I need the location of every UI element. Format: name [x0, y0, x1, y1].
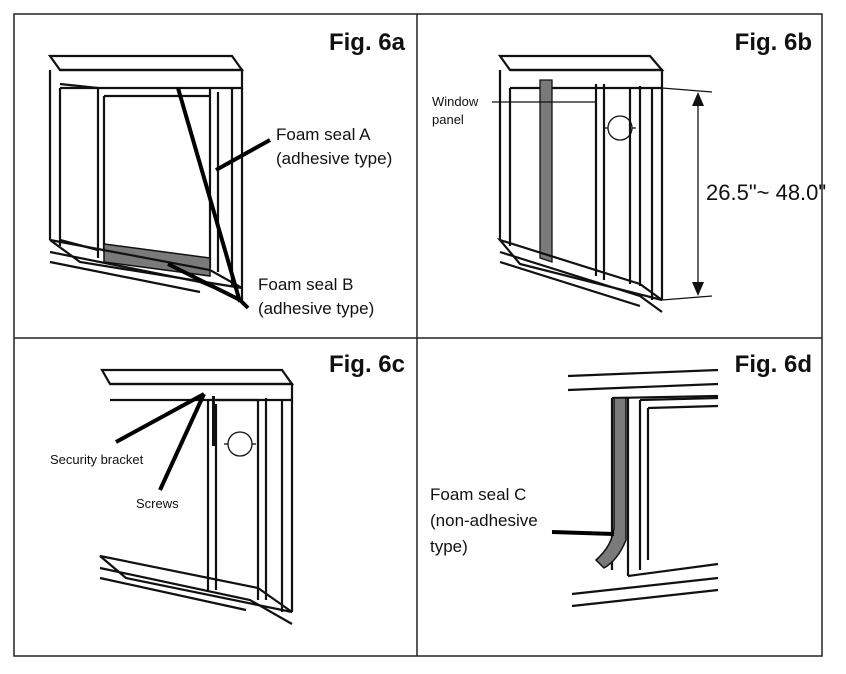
panel-a-title: Fig. 6a — [329, 29, 406, 56]
left-sash — [48, 70, 106, 258]
window-panel-label: Window — [432, 94, 479, 109]
panel-d-title: Fig. 6d — [735, 351, 812, 378]
panel-b-title: Fig. 6b — [735, 29, 812, 56]
outer-border — [13, 13, 823, 657]
foam-seal-a-label: Foam seal A — [276, 125, 371, 144]
sash-edge — [206, 400, 218, 590]
leader-seal-a — [215, 138, 271, 172]
panel-c-title: Fig. 6c — [329, 351, 405, 378]
foam-seal-c-type-2: type) — [430, 537, 468, 556]
top-rail — [497, 54, 665, 72]
right-frame — [256, 398, 294, 612]
window-panel-label-2: panel — [432, 112, 464, 127]
security-bracket — [212, 396, 215, 446]
foam-seal-a-type: (adhesive type) — [276, 149, 392, 168]
security-bracket-label: Security bracket — [50, 452, 144, 467]
foam-seal-strip — [539, 79, 553, 263]
leader-seal-a-to-frame — [176, 87, 242, 303]
panel-fig-6d: Fig. 6d Foam seal C (non-adhesive type) — [430, 351, 812, 608]
lock-icon — [227, 431, 253, 457]
arrow-down-icon — [692, 282, 704, 296]
right-frame — [208, 88, 244, 288]
panel-fig-6c: Fig. 6c Security bracket Screws — [50, 351, 405, 625]
screws-label: Screws — [136, 496, 179, 511]
top-rail — [47, 54, 245, 72]
leader-foam-seal-c — [551, 530, 615, 536]
panel-fig-6b: Fig. 6b Window panel 26.5"~ 48.0" — [432, 29, 826, 313]
leader-security-bracket — [115, 392, 205, 444]
panel-fig-6a: Fig. 6a Foam seal A (adhesive type) Foam… — [47, 29, 406, 318]
leader-screws — [158, 393, 206, 491]
sill — [571, 562, 719, 608]
height-dimension-label: 26.5"~ 48.0" — [706, 180, 826, 205]
foam-seal-c-strip — [594, 397, 627, 569]
lock-icon — [607, 115, 633, 141]
top-rail-face — [60, 68, 244, 90]
foam-seal-c-label: Foam seal C — [430, 485, 526, 504]
foam-seal-b-label: Foam seal B — [258, 275, 353, 294]
leader-seal-b — [167, 262, 241, 302]
window-panel-edge — [594, 84, 606, 280]
right-frame — [628, 86, 664, 300]
top-rail — [100, 368, 295, 386]
arrow-up-icon — [692, 92, 704, 106]
panel-grid — [13, 13, 823, 657]
foam-seal-c-type-1: (non-adhesive — [430, 511, 538, 530]
foam-seal-b-type: (adhesive type) — [258, 299, 374, 318]
